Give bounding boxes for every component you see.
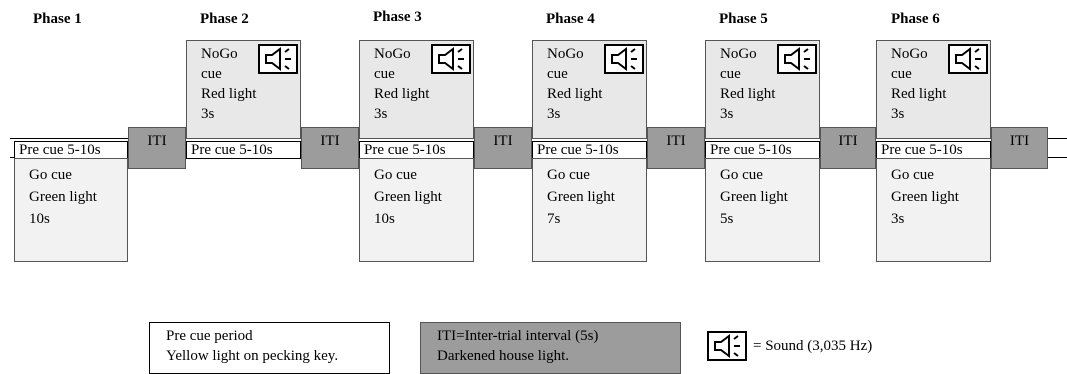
nogo-label: NoGo [891,46,928,62]
speaker-icon [258,44,298,74]
precue-band: Pre cue 5-10s [186,141,301,159]
speaker-icon [948,44,988,74]
phase-title: Phase 3 [373,9,422,25]
precue-band: Pre cue 5-10s [705,141,820,159]
go-duration: 3s [891,211,905,227]
go-duration: 10s [29,211,50,227]
go-label: Green light [374,189,442,205]
go-label: Green light [720,189,788,205]
go-duration: 5s [720,211,734,227]
nogo-label: NoGo [374,46,411,62]
speaker-icon [707,331,747,361]
iti-box: ITI [301,127,359,169]
nogo-duration: 3s [201,106,215,122]
nogo-duration: 3s [720,106,734,122]
nogo-label: cue [201,66,222,82]
legend-precue-title: Pre cue period [166,328,253,344]
go-label: Go cue [891,167,934,183]
nogo-label: Red light [374,86,430,102]
nogo-label: NoGo [201,46,238,62]
go-label: Go cue [720,167,763,183]
nogo-cue-box: NoGo cue Red light 3s [705,40,820,139]
legend-sound-label: = Sound (3,035 Hz) [753,338,873,354]
legend-iti-desc: Darkened house light. [437,348,570,364]
nogo-label: cue [720,66,741,82]
iti-box: ITI [647,127,705,169]
iti-box: ITI [991,127,1048,169]
phase-title: Phase 5 [719,11,768,27]
go-label: Green light [547,189,615,205]
precue-band: Pre cue 5-10s [359,141,474,159]
phase-title: Phase 2 [200,11,249,27]
legend-precue: Pre cue period Yellow light on pecking k… [149,322,390,374]
go-cue-box: Go cue Green light 10s [359,158,474,262]
nogo-label: cue [891,66,912,82]
go-label: Go cue [374,167,417,183]
nogo-label: cue [547,66,568,82]
legend-iti: ITI=Inter-trial interval (5s) Darkened h… [420,322,681,374]
go-cue-box: Go cue Green light 7s [532,158,647,262]
phase-title: Phase 1 [33,11,82,27]
go-label: Green light [29,189,97,205]
nogo-label: Red light [891,86,947,102]
speaker-icon [777,44,817,74]
nogo-label: NoGo [547,46,584,62]
nogo-label: Red light [547,86,603,102]
iti-box: ITI [128,127,186,169]
iti-box: ITI [474,127,532,169]
nogo-duration: 3s [374,106,388,122]
legend-iti-title: ITI=Inter-trial interval (5s) [437,328,599,344]
go-cue-box: Go cue Green light 3s [876,158,991,262]
precue-band: Pre cue 5-10s [876,141,991,159]
go-duration: 7s [547,211,561,227]
nogo-label: NoGo [720,46,757,62]
go-cue-box: Go cue Green light 5s [705,158,820,262]
phase-title: Phase 4 [546,11,595,27]
precue-band: Pre cue 5-10s [532,141,647,159]
nogo-duration: 3s [547,106,561,122]
go-duration: 10s [374,211,395,227]
speaker-icon [604,44,644,74]
go-label: Green light [891,189,959,205]
nogo-label: Red light [720,86,776,102]
go-label: Go cue [547,167,590,183]
legend-precue-desc: Yellow light on pecking key. [166,348,339,364]
speaker-icon [431,44,471,74]
phase-title: Phase 6 [891,11,940,27]
nogo-duration: 3s [891,106,905,122]
iti-box: ITI [820,127,876,169]
nogo-label: Red light [201,86,257,102]
precue-band: Pre cue 5-10s [14,141,128,159]
nogo-cue-box: NoGo cue Red light 3s [186,40,301,139]
go-label: Go cue [29,167,72,183]
go-cue-box: Go cue Green light 10s [14,158,128,262]
nogo-label: cue [374,66,395,82]
